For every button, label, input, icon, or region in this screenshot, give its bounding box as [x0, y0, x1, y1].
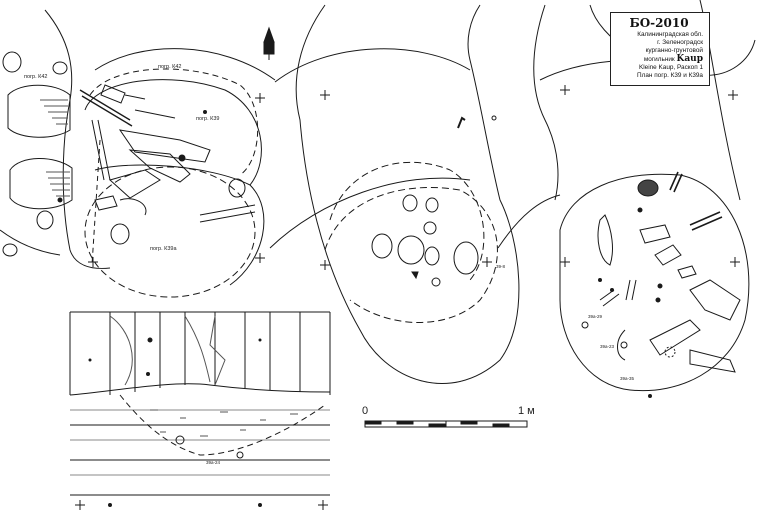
scale-one-meter-label: 1 м [518, 405, 535, 417]
left-plan [0, 9, 276, 298]
label-pogr-k39a: погр. К39а [150, 246, 177, 252]
title-box-line-region: Калининградская обл. [637, 31, 703, 38]
title-cartouche: БО-2010 Калининградская обл. г. Зеленогр… [610, 12, 710, 86]
label-pogr-k42-top: погр. К42 [158, 64, 181, 70]
label-depth-39a-29: 39а-29 [588, 314, 603, 319]
label-depth-39a-24: 39а-24 [206, 460, 221, 465]
scale-bar [364, 420, 528, 428]
title-box-line-site: Kleine Kaup, Раскоп 1 [638, 64, 703, 71]
title-box-line-plan: План погр. К39 и К39а [637, 72, 703, 79]
title-box-line-cemetery: могильник Kaup [615, 55, 703, 64]
label-pogr-k42-left: погр. К42 [24, 74, 47, 80]
label-depth-39a-35: 39а-35 [620, 376, 635, 381]
scale-zero-label: 0 [362, 405, 369, 417]
right-plan [497, 0, 756, 398]
label-depth-39a-23: 39а-23 [600, 344, 615, 349]
title-box-line-type: курганно-грунтовой [645, 47, 703, 54]
title-box-line-town: г. Зеленоградск [657, 39, 703, 46]
middle-plan [269, 4, 520, 384]
label-depth-39-8: 39-8 [496, 264, 506, 269]
label-pogr-k39: погр. К39 [196, 116, 219, 122]
title-box-heading: БО-2010 [629, 16, 689, 30]
title-box-cemetery-name: Kaup [676, 54, 704, 64]
section-profile [69, 311, 331, 510]
title-box-cemetery-prefix: могильник [643, 56, 675, 63]
